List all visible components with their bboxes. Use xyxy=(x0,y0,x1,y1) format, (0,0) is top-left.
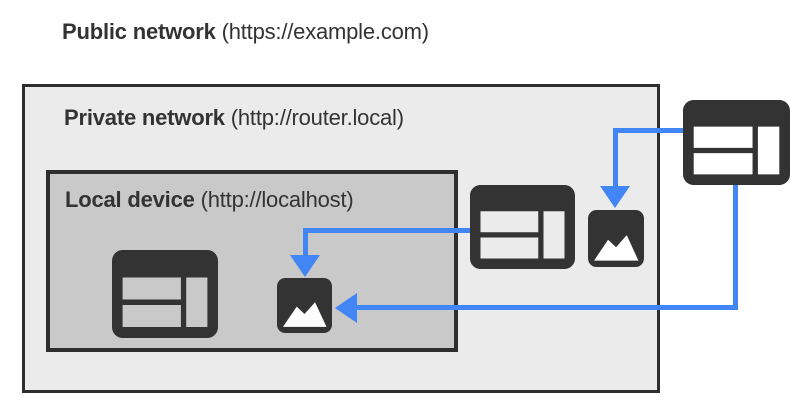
local-device-name: Local device xyxy=(65,187,195,212)
public-network-label: Public network (https://example.com) xyxy=(62,21,429,43)
local-device-zone: Local device (http://localhost) xyxy=(46,170,458,352)
image-icon xyxy=(588,210,644,267)
arrowhead-left-icon xyxy=(335,293,357,323)
arrow-segment xyxy=(303,228,308,256)
arrowhead-down-icon xyxy=(600,186,630,208)
private-network-zone: Private network (http://router.local) Lo… xyxy=(22,84,660,393)
private-network-url: (http://router.local) xyxy=(230,105,404,130)
arrow-segment xyxy=(303,228,470,233)
arrow-segment xyxy=(733,185,738,310)
local-device-label: Local device (http://localhost) xyxy=(65,189,354,211)
public-network-url: (https://example.com) xyxy=(221,19,430,44)
arrow-segment xyxy=(352,305,738,310)
local-device-url: (http://localhost) xyxy=(200,187,354,212)
public-network-name: Public network xyxy=(62,19,216,44)
browser-window-icon xyxy=(470,185,575,269)
image-icon xyxy=(277,278,332,333)
arrow-segment xyxy=(613,128,618,186)
private-network-label: Private network (http://router.local) xyxy=(64,107,404,129)
private-network-name: Private network xyxy=(64,105,225,130)
browser-window-icon xyxy=(683,100,790,185)
browser-window-icon xyxy=(112,250,218,338)
arrow-segment xyxy=(613,128,683,133)
arrowhead-down-icon xyxy=(290,255,320,277)
